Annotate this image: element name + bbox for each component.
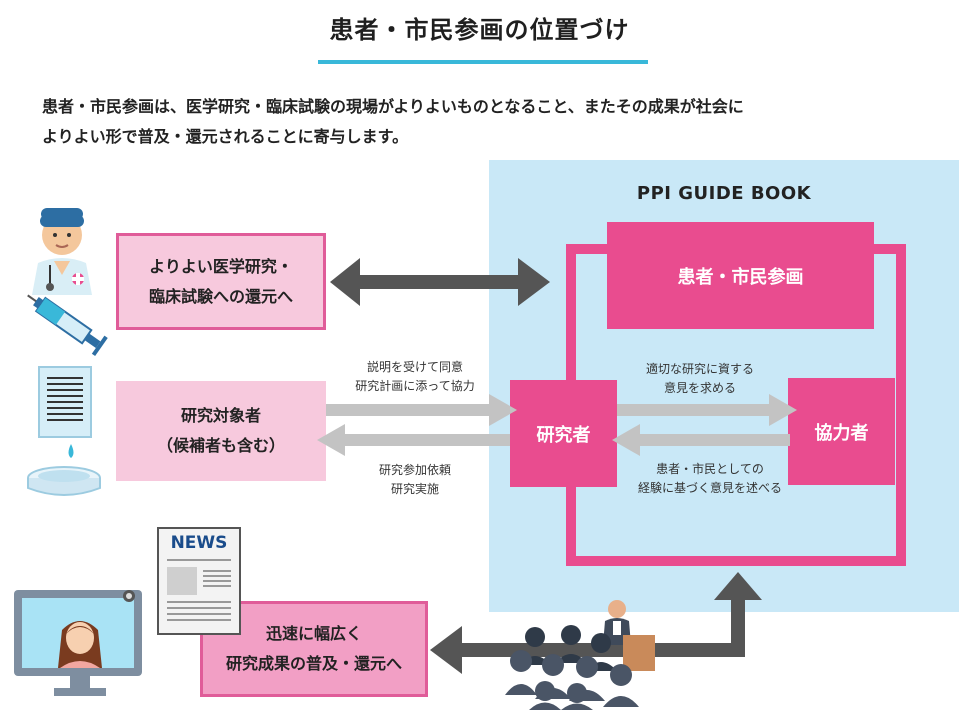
request-line-2: 研究実施 <box>390 482 439 496</box>
consent-label: 説明を受けて同意 研究計画に添って協力 <box>330 358 500 396</box>
arrow-dissemination <box>430 626 572 674</box>
seek-opinion-label: 適切な研究に資する 意見を求める <box>615 360 785 398</box>
dissemination-line-2: 研究成果の普及・還元へ <box>225 654 402 673</box>
subjects-line-2: （候補者も含む） <box>156 436 285 455</box>
subjects-line-1: 研究対象者 <box>180 406 261 425</box>
seek-line-1: 適切な研究に資する <box>645 362 754 376</box>
collaborator-box: 協力者 <box>788 378 895 485</box>
news-label: NEWS <box>170 533 228 553</box>
opinion-line-1: 患者・市民としての <box>656 462 764 476</box>
arrow-seek-opinion <box>617 394 797 426</box>
request-line-1: 研究参加依頼 <box>378 463 451 477</box>
arrow-consent <box>326 394 517 426</box>
petri-dish-icon <box>27 444 101 496</box>
document-icon <box>38 366 92 438</box>
medical-return-box: よりよい医学研究・ 臨床試験への還元へ <box>116 233 326 330</box>
doctor-icon <box>32 208 92 295</box>
opinion-line-2: 経験に基づく意見を述べる <box>637 481 782 495</box>
title-underline <box>318 60 648 64</box>
subjects-box: 研究対象者 （候補者も含む） <box>116 381 326 481</box>
dissemination-line-1: 迅速に幅広く <box>265 624 362 643</box>
arrow-give-opinion <box>612 424 790 456</box>
newspaper-icon: NEWS <box>157 527 241 635</box>
researcher-box: 研究者 <box>510 380 617 487</box>
monitor-woman-icon <box>14 590 142 696</box>
medical-return-line-1: よりよい医学研究・ <box>149 256 293 276</box>
opinion-label: 患者・市民としての 経験に基づく意見を述べる <box>615 460 805 498</box>
request-label: 研究参加依頼 研究実施 <box>330 461 500 499</box>
audience-presenter-icon <box>505 600 655 710</box>
double-arrow-medical <box>330 258 550 306</box>
medical-return-line-2: 臨床試験への還元へ <box>148 286 293 306</box>
seek-line-2: 意見を求める <box>663 381 736 395</box>
intro-line-2: よりよい形で普及・還元されることに寄与します。 <box>42 127 409 146</box>
syringe-icon <box>27 294 108 357</box>
intro-line-1: 患者・市民参画は、医学研究・臨床試験の現場がよりよいものとなること、またその成果… <box>42 97 744 116</box>
consent-line-1: 説明を受けて同意 <box>366 360 463 374</box>
consent-line-2: 研究計画に添って協力 <box>355 379 475 393</box>
guide-book-title: PPI GUIDE BOOK <box>636 183 812 204</box>
ppi-box: 患者・市民参画 <box>607 222 874 329</box>
intro-text: 患者・市民参画は、医学研究・臨床試験の現場がよりよいものとなること、またその成果… <box>42 92 942 152</box>
arrow-request <box>317 424 510 456</box>
page-title: 患者・市民参画の位置づけ <box>329 16 630 44</box>
